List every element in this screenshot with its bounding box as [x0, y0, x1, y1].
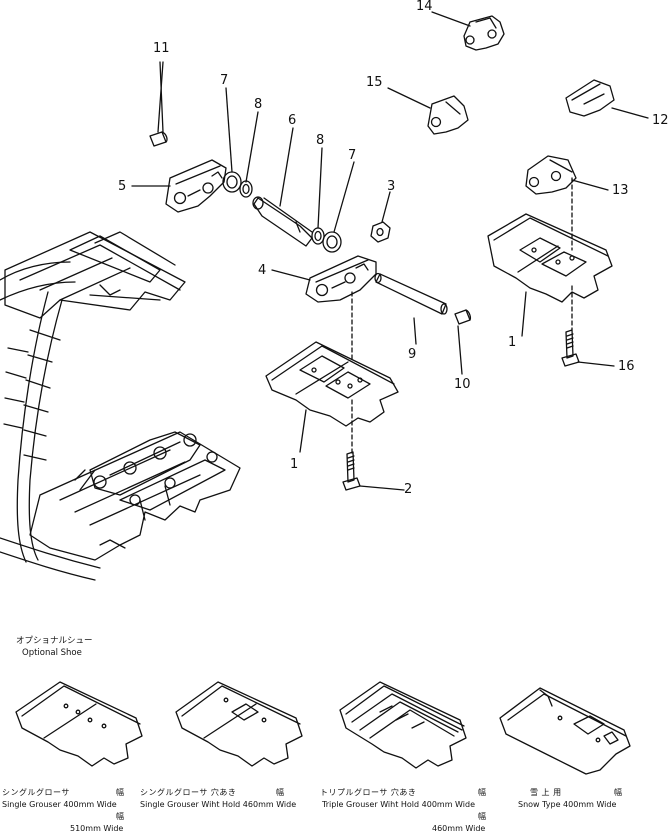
caption-single-grouser-en: Single Grouser 400mm Wide — [2, 800, 117, 809]
callout-14: 14 — [416, 0, 433, 14]
callout-8-right: 8 — [316, 133, 325, 148]
part-13-bracket — [525, 155, 577, 195]
caption-single-grouser-extra-en: 510mm Wide — [70, 824, 124, 833]
caption-triple-grouser-jp-width: 幅 — [478, 788, 486, 797]
callout-2: 2 — [404, 482, 413, 497]
part-3-nut — [370, 221, 391, 243]
part-12-guard — [565, 79, 615, 117]
part-8-spacer-right — [311, 227, 325, 245]
part-8-spacer-left — [239, 180, 253, 198]
caption-triple-grouser-jp: トリプルグローサ 穴あき — [320, 788, 417, 797]
callout-7-right: 7 — [348, 148, 357, 163]
part-4-master-link — [305, 255, 377, 303]
caption-snow-type-en: Snow Type 400mm Wide — [518, 800, 617, 809]
optional-shoe-single-grouser-hole — [175, 681, 303, 767]
caption-snow-type-jp: 雪 上 用 — [530, 788, 562, 797]
optional-shoe-snow-type — [499, 687, 631, 775]
callout-1-lower: 1 — [290, 457, 299, 472]
caption-single-grouser-extra-jp: 幅 — [116, 812, 124, 821]
part-7-seal-left — [222, 171, 242, 193]
callout-9: 9 — [408, 347, 417, 362]
caption-triple-grouser-extra-en: 460mm Wide — [432, 824, 486, 833]
callout-10: 10 — [454, 377, 471, 392]
part-16-bolt — [561, 329, 580, 367]
part-9-track-pin — [374, 272, 448, 315]
callout-16: 16 — [618, 359, 635, 374]
callout-7-left: 7 — [220, 73, 229, 88]
part-10-dowel — [454, 309, 472, 325]
caption-triple-grouser-extra-jp: 幅 — [478, 812, 486, 821]
callout-11: 11 — [153, 41, 170, 56]
callout-5: 5 — [118, 179, 127, 194]
optional-shoe-heading-jp: オプショナルシュー — [16, 636, 93, 646]
caption-single-grouser-hole-en: Single Grouser Wiht Hold 460mm Wide — [140, 800, 297, 809]
callout-13: 13 — [612, 183, 629, 198]
callout-8-left: 8 — [254, 97, 263, 112]
callout-12: 12 — [652, 113, 669, 128]
part-2-bolt — [342, 451, 361, 491]
caption-single-grouser-jp-width: 幅 — [116, 788, 124, 797]
caption-triple-grouser-en: Triple Grouser Wiht Hold 400mm Wide — [322, 800, 476, 809]
caption-single-grouser-jp: シングルグローサ — [2, 788, 70, 797]
track-assembly-illustration — [0, 231, 241, 581]
part-14-bracket — [463, 15, 505, 51]
part-15-bracket — [427, 95, 469, 135]
callout-4: 4 — [258, 263, 267, 278]
part-7-seal-right — [322, 231, 342, 253]
caption-single-grouser-hole-jp: シングルグローサ 穴あき — [140, 788, 237, 797]
part-5-master-link — [165, 159, 227, 213]
part-1-track-shoe — [265, 341, 399, 427]
part-1-track-shoe-upper — [487, 213, 613, 303]
callout-6: 6 — [288, 113, 297, 128]
caption-single-grouser-hole-jp-width: 幅 — [276, 788, 284, 797]
callout-1-upper: 1 — [508, 335, 517, 350]
part-11-pin — [149, 131, 168, 147]
callout-3: 3 — [387, 179, 396, 194]
part-6-bushing — [252, 196, 313, 247]
optional-shoe-single-grouser — [15, 681, 143, 767]
optional-shoe-triple-grouser-hole — [339, 681, 467, 769]
callout-15: 15 — [366, 75, 383, 90]
caption-snow-type-jp-width: 幅 — [614, 788, 622, 797]
optional-shoe-heading-en: Optional Shoe — [22, 648, 82, 658]
